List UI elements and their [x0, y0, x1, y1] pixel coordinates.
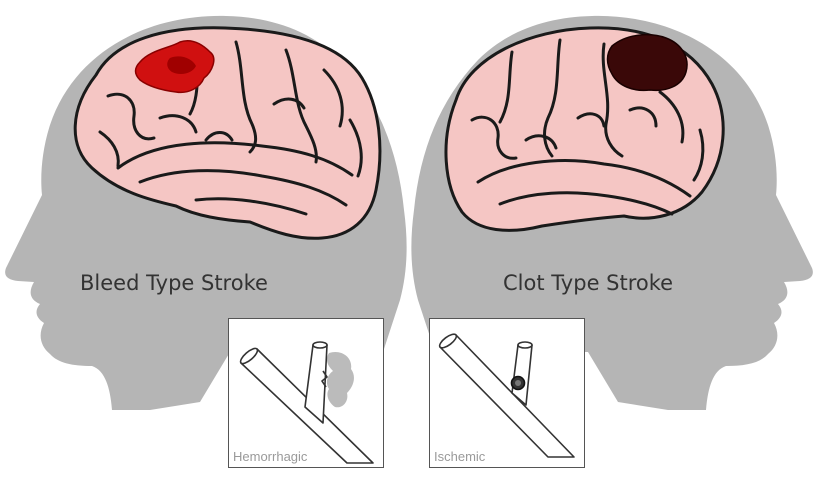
clot-type-stroke-label: Clot Type Stroke [503, 271, 674, 295]
ischemic-inset: Ischemic [429, 318, 585, 468]
hemorrhagic-inset: Hemorrhagic [228, 318, 384, 468]
bleed-type-stroke-label: Bleed Type Stroke [80, 271, 268, 295]
clot-region [606, 33, 688, 92]
blood-leak-icon [326, 351, 354, 408]
vessel-icon [438, 333, 575, 458]
hemorrhagic-caption: Hemorrhagic [233, 449, 308, 464]
ischemic-caption: Ischemic [434, 449, 486, 464]
vessel-icon [239, 341, 374, 464]
